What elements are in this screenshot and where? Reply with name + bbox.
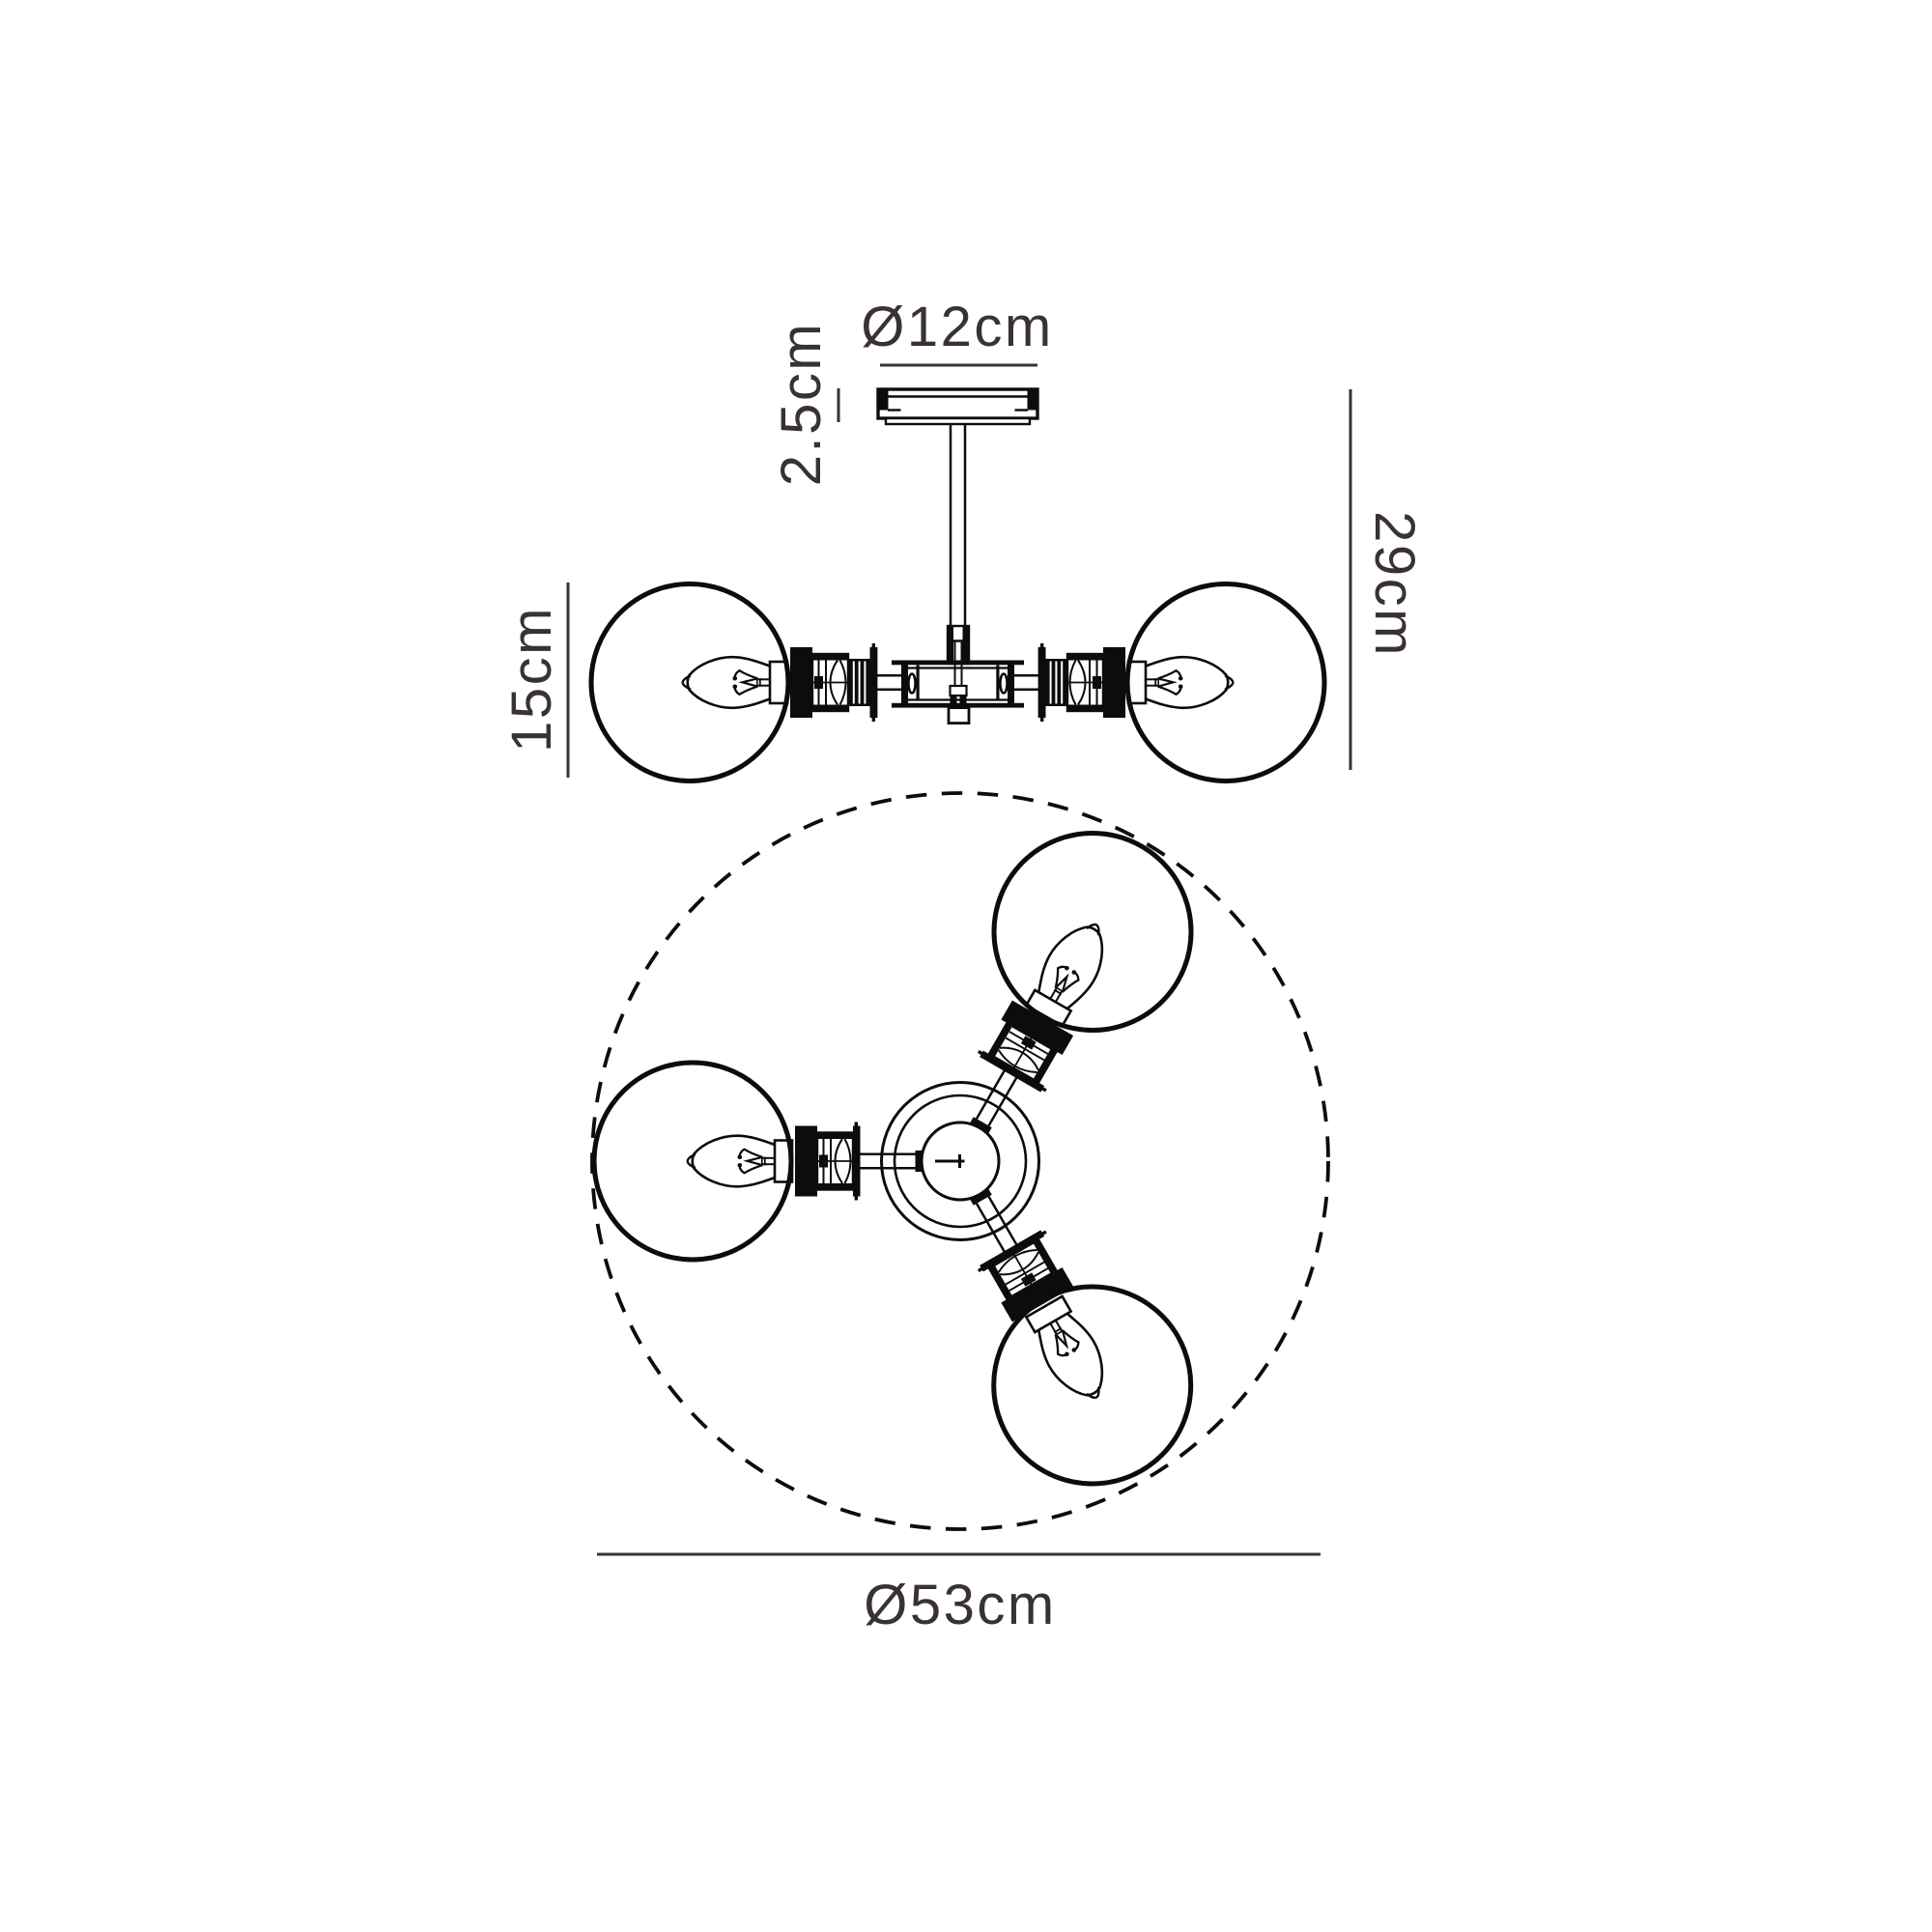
side-arms <box>877 674 1038 691</box>
left-lamp-unit <box>683 643 878 722</box>
drawing-rect <box>949 684 968 697</box>
label-globe-diameter: 15cm <box>500 606 563 753</box>
drawing-rect <box>876 387 1039 420</box>
component-instance <box>977 1228 1131 1416</box>
drawing-rect <box>947 706 971 724</box>
drawing-rect <box>947 626 953 664</box>
component-instance <box>1038 643 1234 722</box>
plan-globe-left <box>591 1060 794 1263</box>
plan-lamp-lower <box>977 1228 1131 1416</box>
plan-globe-lower <box>991 1284 1194 1487</box>
plan-view <box>590 791 1330 1531</box>
drawing-ellipse <box>999 672 1009 695</box>
canopy-rim <box>884 416 1032 426</box>
drawing-rect <box>892 702 1024 708</box>
drawing-rect <box>1008 662 1014 706</box>
left-globe <box>588 582 791 783</box>
side-view <box>588 387 1327 783</box>
label-canopy-height: 2.5cm <box>770 322 833 486</box>
central-hub <box>892 660 1024 724</box>
right-globe <box>1124 582 1327 783</box>
drawing-rect <box>950 696 957 704</box>
label-overall-diameter: Ø53cm <box>864 1574 1056 1636</box>
plan-arm-left <box>856 1149 923 1174</box>
component-instance <box>688 1122 861 1201</box>
component-instance <box>856 1149 923 1174</box>
right-lamp-unit <box>1038 643 1234 722</box>
drawing-rect <box>1027 389 1037 411</box>
label-canopy-diameter: Ø12cm <box>861 296 1053 358</box>
plan-lamp-upper <box>977 905 1131 1094</box>
plan-globe-upper <box>991 831 1194 1033</box>
label-fixture-height: 29cm <box>1363 511 1426 658</box>
drawing-rect <box>962 626 969 664</box>
drawing-circle <box>893 1094 1028 1229</box>
drawing-circle <box>880 1081 1040 1241</box>
component-instance <box>683 643 878 722</box>
drawing-rect <box>959 696 967 704</box>
drawing-rect <box>916 665 920 701</box>
drawing-rect <box>996 665 1000 701</box>
dimension-labels: Ø12cm 2.5cm 29cm 15cm Ø53cm <box>500 296 1426 1636</box>
drawing-rect <box>878 389 889 411</box>
drawing-rect <box>901 662 908 706</box>
drawing-rect <box>892 660 1024 666</box>
component-instance <box>977 905 1131 1094</box>
plan-lamp-left <box>688 1122 861 1201</box>
dimension-annotations <box>566 363 1352 1556</box>
drawing-ellipse <box>907 672 917 695</box>
plan-hub <box>880 1081 1040 1241</box>
stem-rod <box>946 423 971 666</box>
ceiling-canopy <box>876 387 1039 426</box>
